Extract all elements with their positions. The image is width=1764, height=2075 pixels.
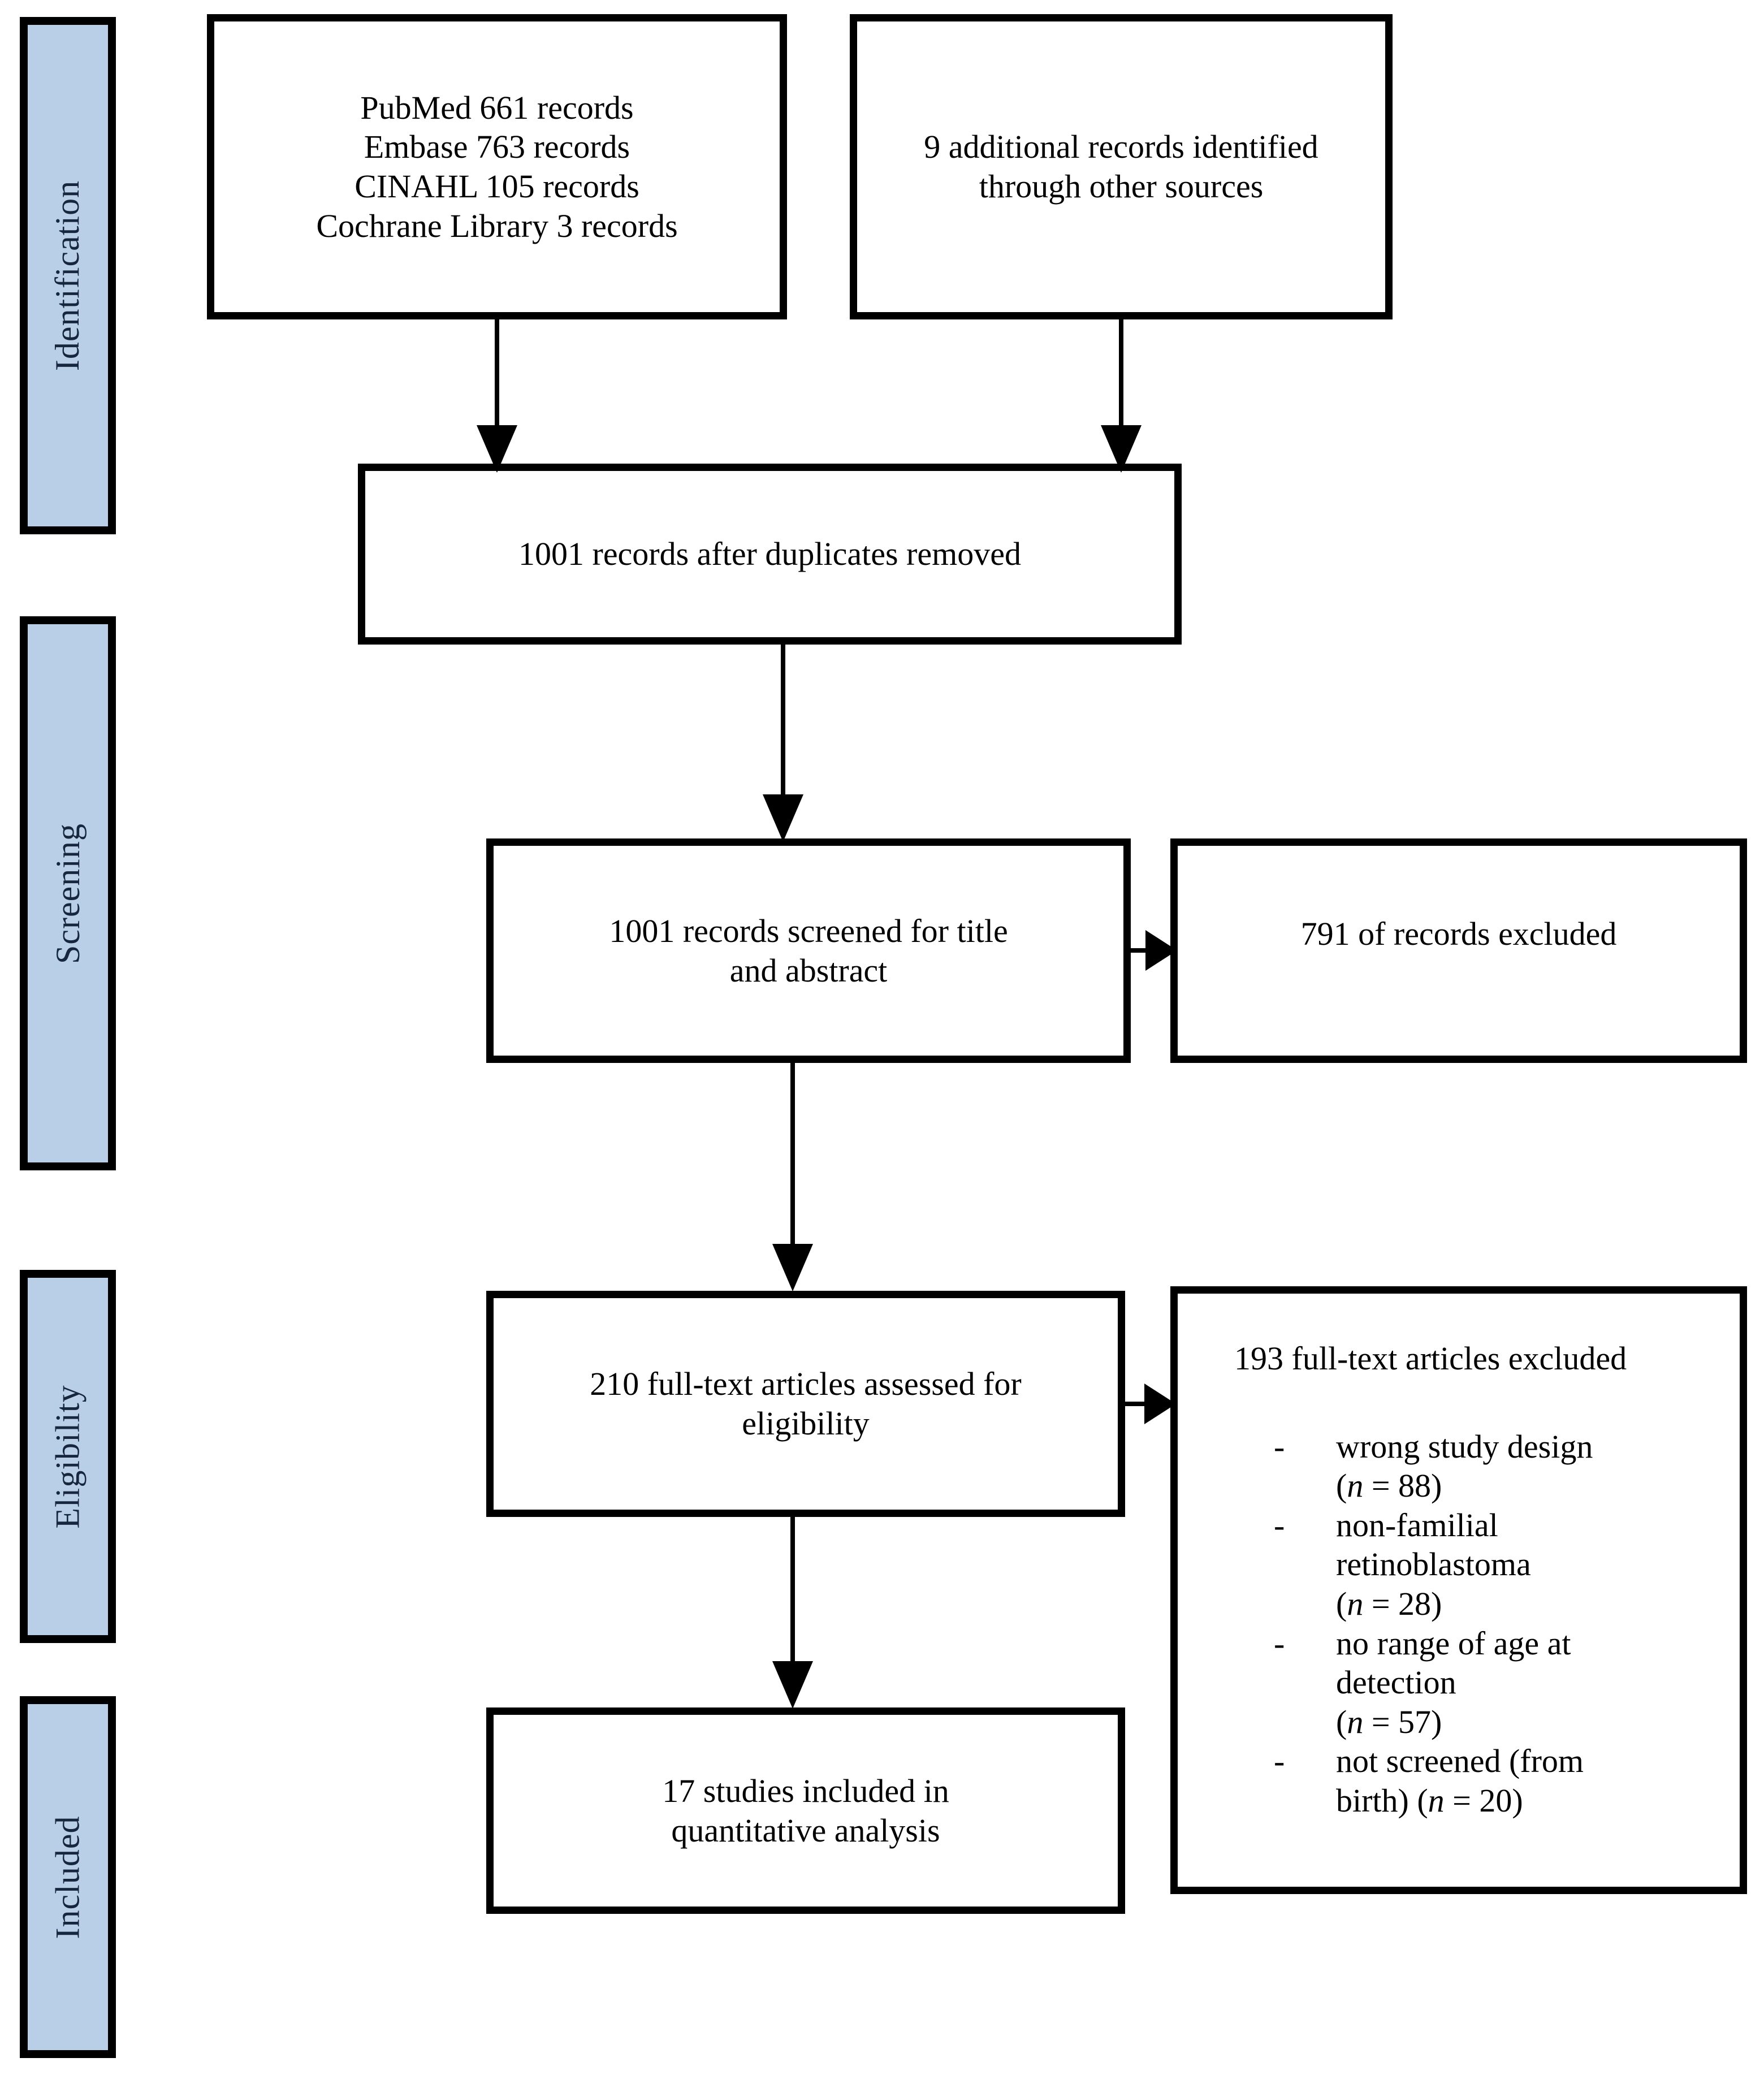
fulltext-excluded-title: 193 full-text articles excluded: [1234, 1340, 1627, 1377]
stage-eligibility: Eligibility: [20, 1270, 116, 1643]
exclusion-reasons-list: - wrong study design(n = 88) - non-familial…: [1234, 1427, 1593, 1821]
stage-eligibility-label: Eligibility: [49, 1384, 87, 1529]
arrow-screened-to-excluded-shaft: [1131, 948, 1149, 953]
arrow-dedup-to-screened-head: [763, 794, 803, 842]
arrow-screened-to-fulltext-shaft: [790, 1063, 795, 1247]
bullet-dash: -: [1274, 1428, 1285, 1465]
arrow-fulltext-to-included-head: [772, 1661, 813, 1709]
stage-screening-label: Screening: [49, 823, 87, 964]
arrow-screened-to-excluded-head: [1145, 930, 1177, 971]
stage-screening: Screening: [20, 616, 116, 1170]
arrow-additional-to-dedup-head: [1101, 425, 1142, 473]
exclusion-reason-item: - wrong study design(n = 88): [1234, 1427, 1593, 1506]
bullet-dash: -: [1274, 1506, 1285, 1544]
bullet-dash: -: [1274, 1743, 1285, 1780]
records-excluded-text: 791 of records excluded: [1300, 915, 1617, 952]
arrow-screened-to-fulltext-head: [772, 1244, 813, 1291]
bullet-dash: -: [1274, 1624, 1285, 1662]
exclusion-reason-text: wrong study design(n = 88): [1336, 1428, 1593, 1505]
arrow-sources-to-dedup-shaft: [495, 319, 499, 430]
stage-included: Included: [20, 1696, 116, 2058]
arrow-fulltext-to-included-shaft: [790, 1517, 795, 1665]
arrow-additional-to-dedup-shaft: [1119, 319, 1123, 430]
arrow-sources-to-dedup-head: [477, 425, 517, 473]
records-excluded-box: 791 of records excluded: [1170, 838, 1747, 1063]
arrow-fulltext-to-excluded-shaft: [1125, 1402, 1147, 1406]
duplicates-removed-box: 1001 records after duplicates removed: [358, 464, 1182, 645]
stage-identification-label: Identification: [49, 180, 87, 371]
fulltext-excluded-box: 193 full-text articles excluded - wrong s…: [1170, 1286, 1747, 1894]
duplicates-removed-text: 1001 records after duplicates removed: [518, 535, 1021, 573]
arrow-fulltext-to-excluded-head: [1144, 1384, 1176, 1424]
stage-identification: Identification: [20, 17, 116, 534]
arrow-dedup-to-screened-shaft: [781, 645, 785, 798]
stage-included-label: Included: [49, 1815, 87, 1939]
